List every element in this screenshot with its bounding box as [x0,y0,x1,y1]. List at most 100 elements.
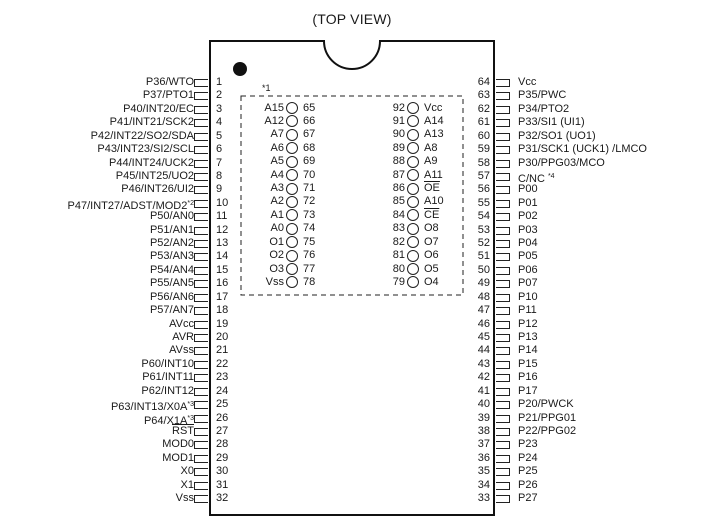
socket-pin-name: A0 [270,222,284,235]
pin-label-text: P62/INT12 [141,384,194,397]
socket-pin-name: O2 [269,249,284,262]
pin-label-text: P16 [518,371,538,384]
pin-lead [194,280,208,289]
socket-pin-name: A8 [424,141,438,154]
pin-label-text: P23 [518,438,538,451]
socket-pin-number: 76 [303,249,316,262]
pin-label: X0 [181,465,194,478]
pin-number: 15 [216,263,229,276]
pin-number: 29 [216,451,229,464]
pin-label: P40/INT20/EC [123,103,194,116]
pin-lead [496,387,510,396]
socket-pin-name: A4 [270,168,284,181]
pin-label-text: P15 [518,357,538,370]
left-pin-row: P40/INT20/EC 3 [0,103,704,116]
pin-number: 35 [477,465,490,478]
socket-pin-circle [407,263,419,276]
pin-label-text: P22/PPG02 [518,424,577,437]
pin-lead [194,441,208,450]
pin-label: MOD0 [162,438,194,451]
pin-lead [194,226,208,235]
pin-label-text: P25 [518,465,538,478]
pin-number: 55 [477,196,490,209]
pin-number: 43 [477,357,490,370]
pin-label-text: P32/SO1 (UO1) [518,129,596,142]
socket-pin-number: 92 [392,101,405,114]
diagram-title: (TOP VIEW) [312,11,392,27]
footnote-superscript: *4 [547,172,555,180]
socket-pin-number: 87 [392,168,405,181]
pin-label-text: P53/AN3 [149,250,194,263]
pin-lead [194,132,208,141]
pin-label-text: AVR [172,330,194,343]
pin-number: 41 [477,384,490,397]
socket-pin-name: O5 [424,262,439,275]
socket-pin-circle [407,155,419,168]
pin-number: 49 [477,277,490,290]
pin-label-text: P52/AN2 [149,237,194,250]
pin-label: Vss [176,492,194,505]
pin-label: P27 [518,492,538,505]
pin-label: P15 [518,358,538,371]
pin-lead [194,360,208,369]
socket-pin-circle [286,182,298,195]
pin-number: 42 [477,371,490,384]
pin-lead [194,495,208,504]
pin-label-text: P01 [518,196,538,209]
pin-label: P04 [518,237,538,250]
socket-pin-circle [286,249,298,262]
socket-pin-number: 69 [303,155,316,168]
pin-label-text: P27 [518,492,538,505]
pin-label: AVss [169,344,194,357]
pin-label: P25 [518,465,538,478]
pin-label: P00 [518,183,538,196]
pin-label: P23 [518,438,538,451]
socket-pin-number: 85 [392,195,405,208]
pin-number: 6 [216,143,223,156]
pin-number: 3 [216,102,223,115]
pin-label: P57/AN7 [150,304,194,317]
pin-lead [496,105,510,114]
pin-label-text: AVss [169,344,194,357]
pin-label-text: P50/AN0 [149,210,194,223]
pin-number: 30 [216,465,229,478]
pin-label: P05 [518,250,538,263]
pin-label: P35/PWC [518,89,566,102]
socket-pin-number: 73 [303,208,316,221]
socket-pin-number: 81 [392,249,405,262]
pin-number: 18 [216,304,229,317]
pin-label: P45/INT25/UO2 [116,170,194,183]
pin-label: P13 [518,331,538,344]
pin-lead [194,307,208,316]
pin-label-text: C/NC [518,172,545,185]
right-pin-row: 43 P15 [0,358,704,371]
pin-lead [496,414,510,423]
socket-pin-circle [286,263,298,276]
socket-pin-circle [286,169,298,182]
pin-label-text: P13 [518,330,538,343]
socket-pin-circle [286,102,298,114]
socket-pin-circle [407,249,419,262]
pin-lead [194,293,208,302]
pin-number: 27 [216,424,229,437]
pin-label-text: P35/PWC [518,89,567,102]
socket-pin-circle [407,236,419,249]
pin-lead [496,253,510,262]
socket-pin-number: 77 [303,262,316,275]
socket-pin-number: 70 [303,168,316,181]
pin-label-text: P60/INT10 [141,357,194,370]
